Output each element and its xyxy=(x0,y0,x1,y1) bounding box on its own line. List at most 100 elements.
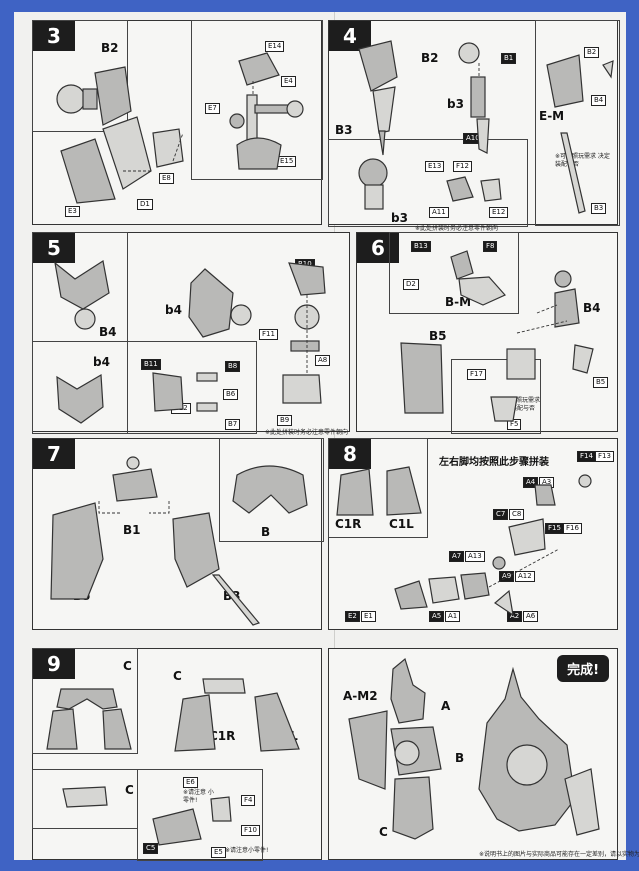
part-label: B xyxy=(455,751,465,765)
step-number: 8 xyxy=(329,439,371,469)
part-label: C xyxy=(173,669,182,683)
part-tag: A4 xyxy=(523,477,539,488)
part-tag: B1 xyxy=(501,53,517,64)
part-tag: F11 xyxy=(259,329,278,340)
step-3-panel: 3 B2 E14 E4 E7 E15 E8 D1 E3 xyxy=(32,20,323,225)
subpanel-e xyxy=(191,20,323,180)
part-tag: E1 xyxy=(361,611,376,622)
subpanel-b3 xyxy=(328,139,528,227)
subpanel-parts xyxy=(137,769,263,861)
part-tag: A8 xyxy=(315,355,331,366)
part-tag: F13 xyxy=(595,451,614,462)
part-tag: A2 xyxy=(507,611,523,622)
part-tag: C5 xyxy=(143,843,159,854)
footnote: ※说明书上的图片与实际商品可能存在一定差别，请以实物为准。 xyxy=(479,851,639,858)
subpanel-b11 xyxy=(127,341,257,434)
part-tag: A13 xyxy=(465,551,485,562)
part-tag: E14 xyxy=(265,41,285,52)
note-text: ※此处拼装时务必注意零件朝向 xyxy=(415,225,499,232)
final-panel: 完成! A-M2 A B C ※说明书上的图片与实际商品可能存在一定差别，请以实… xyxy=(328,648,639,860)
part-label: A-M2 xyxy=(343,689,378,703)
part-label: B-M xyxy=(445,295,472,309)
part-label: C xyxy=(379,825,388,839)
step-number: 7 xyxy=(33,439,75,469)
part-tag: A6 xyxy=(523,611,539,622)
part-tag: E4 xyxy=(281,76,296,87)
part-label: b3 xyxy=(447,97,464,111)
part-tag: E6 xyxy=(183,777,198,788)
subpanel-b2 xyxy=(32,20,128,132)
step-9-panel: 9 C C C1R C1L C E6 F4 F10 C5 E5 ※请注意 小零件… xyxy=(32,648,322,861)
step-5-panel: 5 B10 b4 B4 F11 A8 B9 b4 B11 B8 B6 B12 B… xyxy=(32,232,350,436)
part-tag: A12 xyxy=(515,571,535,582)
part-label: E-M xyxy=(539,109,565,123)
subpanel-legs xyxy=(328,438,428,538)
part-tag: E3 xyxy=(65,206,80,217)
step-4-illustration xyxy=(358,40,614,214)
step-7-panel: 7 B1 B B5 B3 xyxy=(32,438,324,630)
subpanel-bm xyxy=(389,232,519,314)
part-label: B5 xyxy=(429,329,447,343)
part-tag: A9 xyxy=(499,571,515,582)
part-tag: E12 xyxy=(489,207,509,218)
step-heading: 左右脚均按照此步骤拼装 xyxy=(439,457,549,468)
step-8-panel: 8 左右脚均按照此步骤拼装 C1R C1L F14 F13 A4 A3 C7 C… xyxy=(328,438,618,630)
note-text: ※可按照玩需求 决定装配与否 xyxy=(499,397,541,412)
part-tag: B7 xyxy=(225,419,241,430)
step-number: 5 xyxy=(33,233,75,263)
part-tag: F4 xyxy=(241,795,256,806)
part-tag: D2 xyxy=(403,279,419,290)
part-label: b4 xyxy=(165,303,182,317)
note-text: ※请注意小零件! xyxy=(225,847,269,854)
final-illustration xyxy=(348,657,600,840)
part-label: B2 xyxy=(421,51,439,65)
note-text: ※请注意 小零件! xyxy=(183,789,214,804)
part-tag: B4 xyxy=(591,95,607,106)
step-number: 4 xyxy=(329,21,371,51)
note-text: ※此处拼装时务必注意零件朝向 xyxy=(265,429,349,436)
part-tag: F8 xyxy=(483,241,498,252)
part-tag: F10 xyxy=(241,825,260,836)
part-label: b4 xyxy=(93,355,110,369)
note-text: ※可按照玩需求 决定装配与否 xyxy=(555,153,610,168)
step-number: 6 xyxy=(357,233,399,263)
part-tag: E2 xyxy=(345,611,360,622)
part-tag: B3 xyxy=(591,203,607,214)
subpanel-b5 xyxy=(451,359,541,434)
part-label: B2 xyxy=(101,41,119,55)
part-label: A xyxy=(441,699,451,713)
part-label: b3 xyxy=(391,211,408,225)
part-tag: B6 xyxy=(223,389,239,400)
part-tag: E7 xyxy=(205,103,220,114)
step-7-illustration xyxy=(50,456,308,626)
part-tag: B9 xyxy=(277,415,293,426)
part-tag: A11 xyxy=(429,207,449,218)
part-label: B1 xyxy=(123,523,141,537)
part-label: B3 xyxy=(335,123,353,137)
instruction-sheet: 3 B2 E14 E4 E7 E15 E8 D1 E3 4 xyxy=(14,12,639,861)
part-tag: B11 xyxy=(141,359,161,370)
part-tag: F16 xyxy=(563,523,582,534)
part-tag: B13 xyxy=(411,241,431,252)
part-label: C xyxy=(123,659,132,673)
step-3-illustration xyxy=(56,52,304,204)
part-tag: F17 xyxy=(467,369,486,380)
part-tag: A7 xyxy=(449,551,465,562)
part-tag: C7 xyxy=(493,509,509,520)
part-label: B4 xyxy=(583,301,601,315)
part-tag: E8 xyxy=(159,173,174,184)
step-number: 3 xyxy=(33,21,75,51)
fold-line xyxy=(334,12,335,860)
part-tag: B5 xyxy=(593,377,609,388)
step-6-panel: 6 B13 F8 D2 B-M B4 B5 F17 B5 F5 ※可按照玩需求 … xyxy=(356,232,618,434)
step-5-illustration xyxy=(54,260,326,424)
part-tag: B2 xyxy=(584,47,600,58)
step-8-illustration xyxy=(336,466,592,617)
part-tag: E13 xyxy=(425,161,445,172)
part-label: C1R xyxy=(335,517,362,531)
part-label: B4 xyxy=(99,325,117,339)
part-tag: A5 xyxy=(429,611,445,622)
subpanel-c xyxy=(32,648,138,754)
part-tag: B8 xyxy=(225,361,241,372)
step-4-panel: 4 B2 B1 B2 B4 b3 E-M B3 A10 E13 F12 A11 … xyxy=(328,20,620,232)
